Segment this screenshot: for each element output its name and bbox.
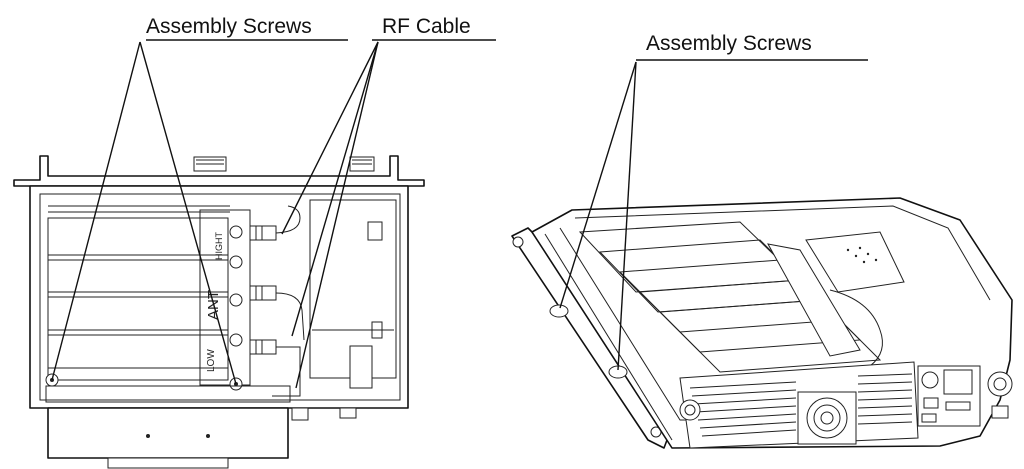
- rf-cable-2: [275, 292, 305, 341]
- leader-lines: [51, 41, 637, 389]
- assembly-screw-3: [549, 304, 569, 318]
- leader-screw-3: [559, 61, 637, 309]
- leader-screw-2: [139, 41, 237, 385]
- rf-cable-perspective: [829, 289, 883, 367]
- duplexer-perspective: [767, 243, 861, 357]
- fan-grille: [806, 397, 848, 439]
- top-view-drawing: HIGHT ANT LOW: [13, 155, 425, 469]
- heatsink-fins: [689, 373, 913, 437]
- board-dots: [846, 246, 878, 264]
- leader-rf-1: [281, 41, 379, 235]
- perspective-view-drawing: [511, 197, 1013, 449]
- leader-screw-4: [617, 61, 637, 371]
- mark-high: HIGHT: [214, 232, 224, 261]
- top-lip: [13, 155, 425, 187]
- leader-rf-3: [295, 41, 379, 389]
- label-assembly-screws-right: Assembly Screws: [646, 32, 812, 55]
- callout-labels: Assembly Screws RF Cable Assembly Screws: [146, 15, 868, 61]
- rf-cable-1: [275, 205, 301, 234]
- leader-screw-1: [51, 41, 141, 381]
- label-rf-cable: RF Cable: [382, 15, 471, 38]
- label-assembly-screws-left: Assembly Screws: [146, 15, 312, 38]
- display-window: [943, 369, 973, 395]
- mark-low: LOW: [206, 349, 217, 372]
- leader-rf-2: [291, 41, 379, 337]
- fan-housing: [797, 391, 857, 445]
- power-connector: [987, 371, 1013, 397]
- rear-connector: [679, 399, 701, 421]
- cavity-block: [47, 217, 229, 381]
- front-panel: [47, 407, 289, 459]
